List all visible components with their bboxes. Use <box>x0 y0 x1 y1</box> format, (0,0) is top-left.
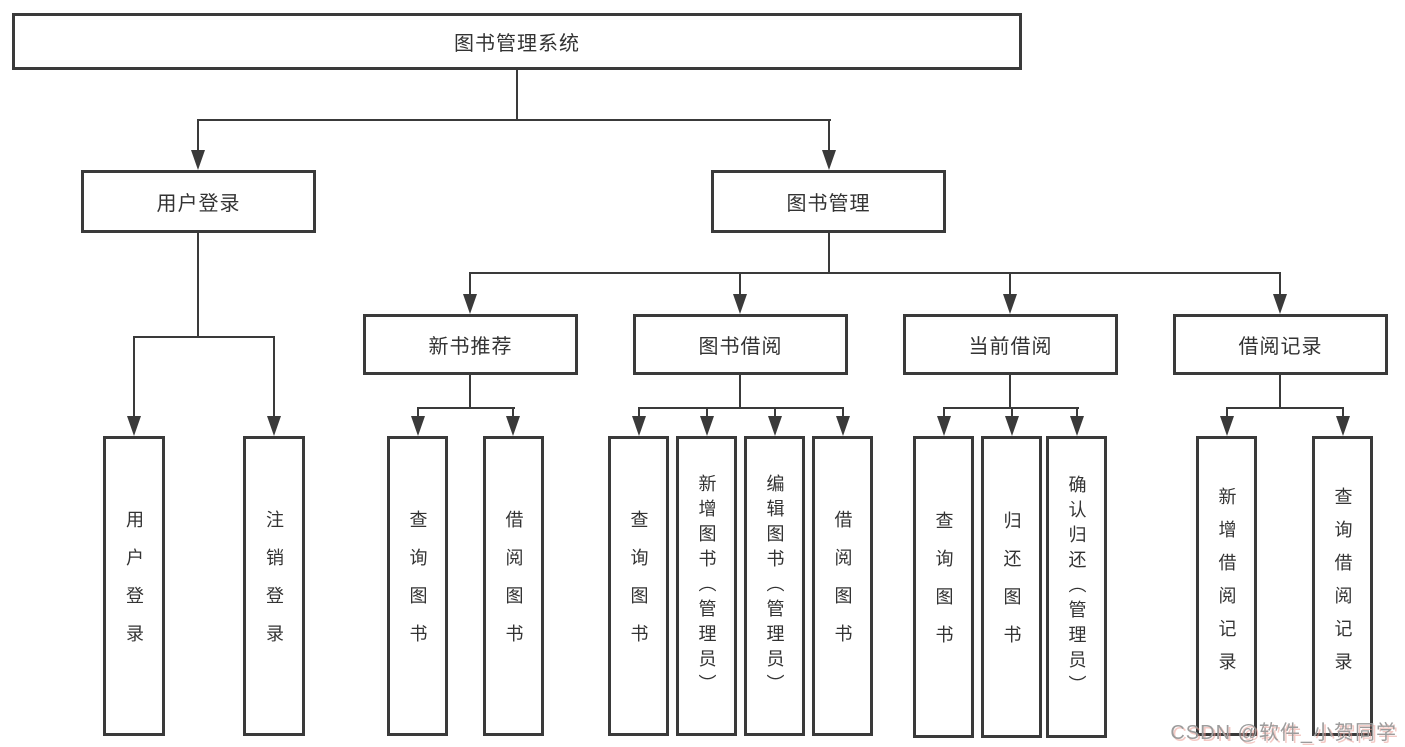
arrowhead-down-icon <box>463 294 477 314</box>
leaf-borrow-book-recommend-label: 借阅图书 <box>503 510 524 662</box>
connector-vline <box>512 407 514 418</box>
arrowhead-down-icon <box>1070 416 1084 436</box>
leaf-confirm-return-admin: 确认归还（管理员） <box>1046 436 1107 738</box>
leaf-query-borrow-record-label: 查询借阅记录 <box>1332 487 1353 685</box>
connector-vline <box>739 272 741 296</box>
leaf-add-book-admin-label: 新增图书（管理员） <box>696 473 717 699</box>
node-book-management-label: 图书管理 <box>786 193 871 215</box>
connector-hline <box>133 336 275 338</box>
connector-vline <box>273 336 275 418</box>
connector-hline <box>638 407 844 409</box>
arrowhead-down-icon <box>700 416 714 436</box>
node-user-login-label: 用户登录 <box>156 193 241 215</box>
arrowhead-down-icon <box>267 416 281 436</box>
csdn-watermark: CSDN @软件_小贺同学 <box>1170 722 1397 744</box>
arrowhead-down-icon <box>411 416 425 436</box>
connector-hline <box>417 407 515 409</box>
leaf-return-book: 归还图书 <box>981 436 1042 738</box>
connector-vline <box>469 272 471 296</box>
leaf-query-book-recommend-label: 查询图书 <box>407 510 428 662</box>
connector-vline <box>1011 407 1013 418</box>
leaf-query-book-current-label: 查询图书 <box>933 511 954 663</box>
leaf-user-login: 用户登录 <box>103 436 165 736</box>
node-root: 图书管理系统 <box>12 13 1022 70</box>
arrowhead-down-icon <box>768 416 782 436</box>
connector-vline <box>417 407 419 418</box>
connector-hline <box>1226 407 1344 409</box>
arrowhead-down-icon <box>632 416 646 436</box>
connector-vline <box>739 375 741 409</box>
arrowhead-down-icon <box>822 150 836 170</box>
leaf-borrow-book-recommend: 借阅图书 <box>483 436 544 736</box>
leaf-confirm-return-admin-label: 确认归还（管理员） <box>1066 474 1087 700</box>
leaf-edit-book-admin: 编辑图书（管理员） <box>744 436 805 736</box>
arrowhead-down-icon <box>191 150 205 170</box>
connector-vline <box>1009 272 1011 296</box>
arrowhead-down-icon <box>1220 416 1234 436</box>
leaf-return-book-label: 归还图书 <box>1001 511 1022 663</box>
connector-vline <box>943 407 945 418</box>
connector-vline <box>1076 407 1078 418</box>
connector-vline <box>828 233 830 274</box>
arrowhead-down-icon <box>506 416 520 436</box>
connector-vline <box>842 407 844 418</box>
leaf-add-borrow-record: 新增借阅记录 <box>1196 436 1257 736</box>
leaf-add-book-admin: 新增图书（管理员） <box>676 436 737 736</box>
node-current-borrow: 当前借阅 <box>903 314 1118 375</box>
arrowhead-down-icon <box>127 416 141 436</box>
node-user-login: 用户登录 <box>81 170 316 233</box>
arrowhead-down-icon <box>836 416 850 436</box>
connector-vline <box>706 407 708 418</box>
connector-vline <box>469 375 471 409</box>
node-book-borrow-label: 图书借阅 <box>698 336 783 358</box>
node-root-label: 图书管理系统 <box>454 33 580 55</box>
node-new-book-recommend: 新书推荐 <box>363 314 578 375</box>
leaf-query-book-current: 查询图书 <box>913 436 974 738</box>
leaf-query-borrow-record: 查询借阅记录 <box>1312 436 1373 736</box>
connector-vline <box>828 119 830 154</box>
arrowhead-down-icon <box>1336 416 1350 436</box>
leaf-query-book-borrow: 查询图书 <box>608 436 669 736</box>
leaf-edit-book-admin-label: 编辑图书（管理员） <box>764 473 785 699</box>
node-book-management: 图书管理 <box>711 170 946 233</box>
connector-vline <box>1009 375 1011 409</box>
connector-vline <box>133 336 135 418</box>
arrowhead-down-icon <box>733 294 747 314</box>
arrowhead-down-icon <box>1005 416 1019 436</box>
arrowhead-down-icon <box>1003 294 1017 314</box>
leaf-logout-label: 注销登录 <box>264 510 284 662</box>
leaf-query-book-borrow-label: 查询图书 <box>628 510 649 662</box>
node-current-borrow-label: 当前借阅 <box>968 336 1053 358</box>
node-borrow-records: 借阅记录 <box>1173 314 1388 375</box>
connector-vline <box>1279 272 1281 296</box>
node-borrow-records-label: 借阅记录 <box>1238 336 1323 358</box>
leaf-borrow-book-label: 借阅图书 <box>832 510 853 662</box>
leaf-borrow-book: 借阅图书 <box>812 436 873 736</box>
connector-vline <box>638 407 640 418</box>
leaf-logout: 注销登录 <box>243 436 305 736</box>
connector-vline <box>1279 375 1281 409</box>
node-new-book-recommend-label: 新书推荐 <box>428 336 513 358</box>
arrowhead-down-icon <box>1273 294 1287 314</box>
connector-vline <box>197 233 199 338</box>
leaf-add-borrow-record-label: 新增借阅记录 <box>1216 487 1237 685</box>
connector-hline <box>469 272 1281 274</box>
leaf-query-book-recommend: 查询图书 <box>387 436 448 736</box>
connector-vline <box>774 407 776 418</box>
leaf-user-login-label: 用户登录 <box>124 510 144 662</box>
connector-vline <box>1342 407 1344 418</box>
connector-vline <box>516 70 518 121</box>
connector-vline <box>1226 407 1228 418</box>
node-book-borrow: 图书借阅 <box>633 314 848 375</box>
connector-hline <box>197 119 831 121</box>
connector-vline <box>197 119 199 154</box>
arrowhead-down-icon <box>937 416 951 436</box>
